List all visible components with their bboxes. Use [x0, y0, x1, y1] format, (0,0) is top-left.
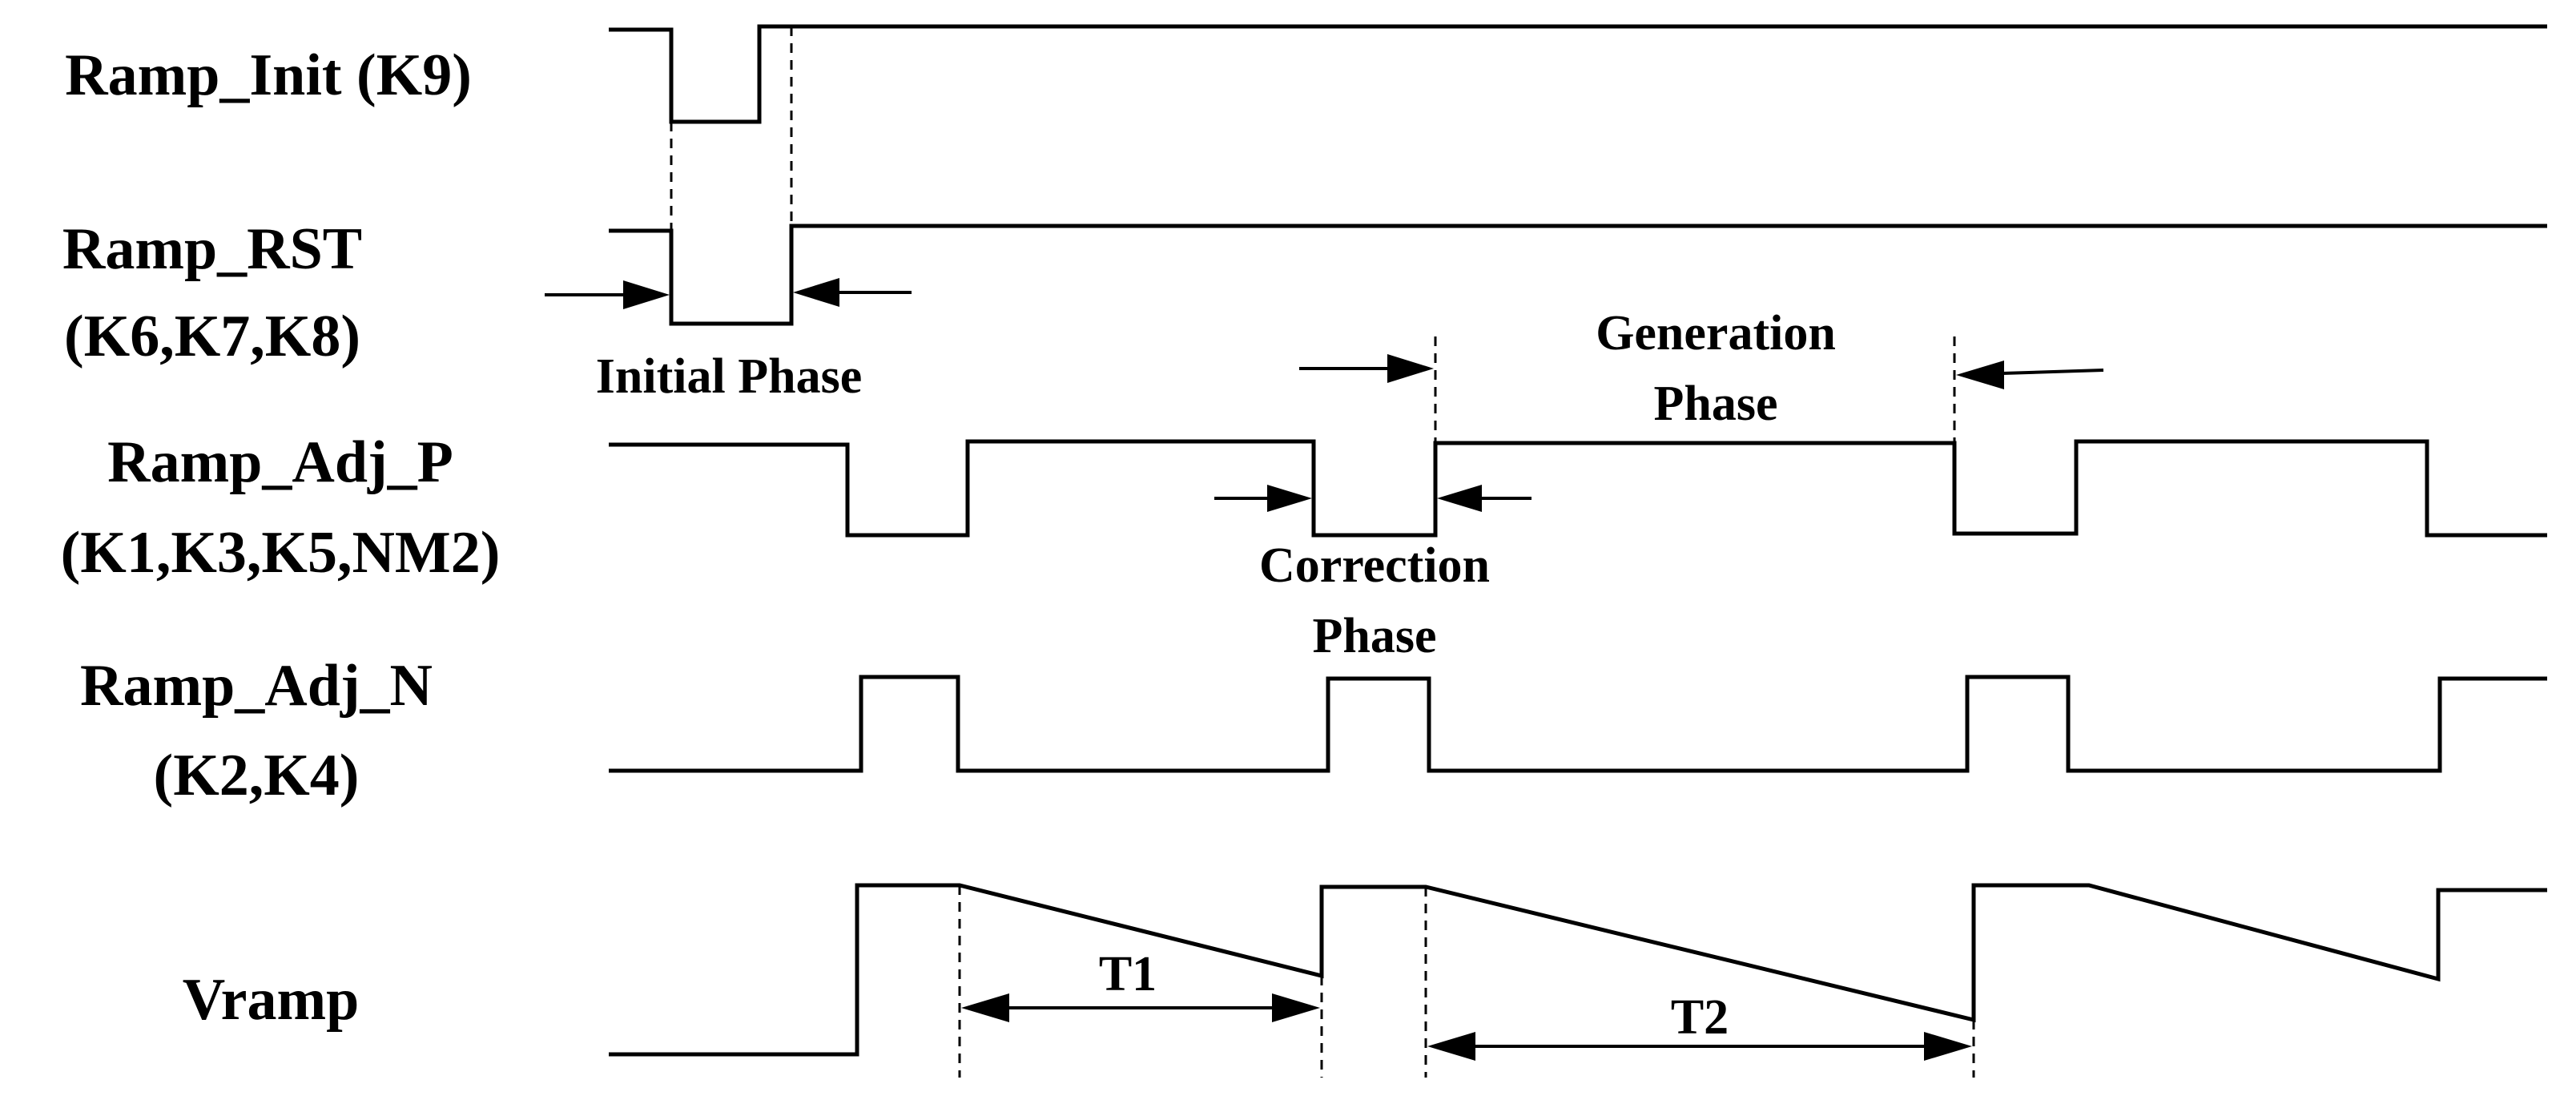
arrowhead-initial-left	[623, 280, 670, 309]
annotation-correction-phase: Correction	[1259, 538, 1490, 593]
waveform-ramp-rst	[609, 224, 2547, 326]
annotation-t1: T1	[1099, 947, 1157, 1001]
t2-arrowhead-left	[1427, 1032, 1475, 1061]
t2-interval: T2	[1427, 990, 1972, 1061]
annotation-generation-phase: Generation	[1596, 306, 1836, 361]
arrowhead-generation-right	[1956, 361, 2004, 389]
label-vramp: Vramp	[183, 967, 360, 1033]
arrow-generation-right	[2002, 369, 2104, 375]
t2-arrowhead-right	[1924, 1032, 1972, 1061]
waveform-ramp-init	[609, 24, 2547, 124]
arrowhead-initial-right	[793, 278, 839, 307]
correction-phase-arrows	[1214, 485, 1532, 512]
annotation-generation-phase-line2: Phase	[1654, 377, 1778, 431]
generation-phase-arrows	[1299, 354, 2104, 389]
t1-arrowhead-left	[961, 993, 1009, 1022]
label-ramp-init: Ramp_Init (K9)	[65, 42, 472, 108]
waveform-ramp-adj-n	[609, 675, 2547, 773]
arrowhead-correction-right	[1437, 485, 1482, 512]
annotation-t2: T2	[1671, 990, 1729, 1045]
annotation-correction-phase-line2: Phase	[1313, 609, 1437, 663]
timing-markers	[670, 26, 1975, 1078]
arrowhead-correction-left	[1267, 485, 1312, 512]
initial-phase-arrows	[545, 278, 912, 309]
arrowhead-generation-left	[1387, 354, 1434, 383]
label-ramp-rst-switches: (K6,K7,K8)	[64, 304, 360, 369]
waveform-vramp	[609, 883, 2547, 1057]
waveforms	[609, 24, 2547, 1057]
waveform-ramp-adj-p	[609, 439, 2547, 538]
label-ramp-adj-p: Ramp_Adj_P	[107, 429, 453, 495]
label-ramp-adj-n: Ramp_Adj_N	[80, 653, 433, 719]
t1-arrowhead-right	[1272, 993, 1320, 1022]
label-ramp-adj-n-switches: (K2,K4)	[154, 743, 360, 808]
label-ramp-rst: Ramp_RST	[62, 216, 362, 282]
signal-labels: Ramp_Init (K9) Ramp_RST (K6,K7,K8) Ramp_…	[61, 42, 501, 1033]
label-ramp-adj-p-switches: (K1,K3,K5,NM2)	[61, 520, 501, 586]
annotation-initial-phase: Initial Phase	[596, 349, 862, 404]
t1-interval: T1	[961, 947, 1320, 1022]
